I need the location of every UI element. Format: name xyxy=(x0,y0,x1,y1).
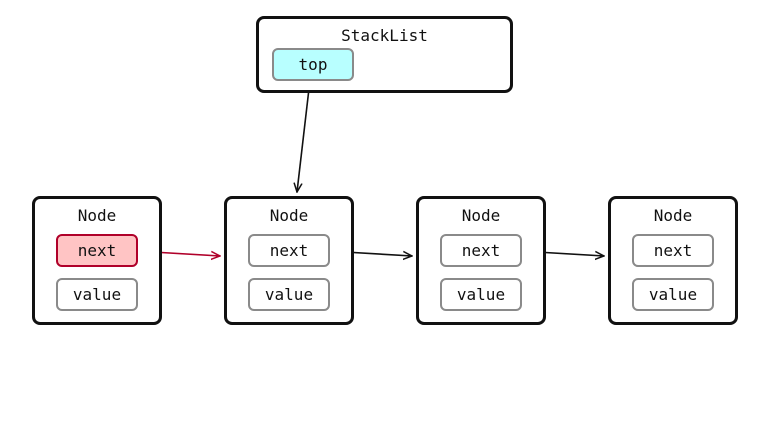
node-title: Node xyxy=(461,206,501,225)
stacklist-title: StackList xyxy=(341,26,428,45)
node-title: Node xyxy=(653,206,693,225)
next-field: next xyxy=(248,234,330,267)
node-box-4: Node next value xyxy=(608,196,738,325)
next-field: next xyxy=(440,234,522,267)
node-box-3: Node next value xyxy=(416,196,546,325)
top-field: top xyxy=(272,48,354,81)
value-field: value xyxy=(56,278,138,311)
stacklist-box: StackList top xyxy=(256,16,513,93)
next-field: next xyxy=(632,234,714,267)
value-field: value xyxy=(248,278,330,311)
node-box-1: Node next value xyxy=(32,196,162,325)
next-field-highlighted: next xyxy=(56,234,138,267)
node-title: Node xyxy=(77,206,117,225)
value-field: value xyxy=(632,278,714,311)
top-pointer-arrow xyxy=(297,79,311,192)
node-title: Node xyxy=(269,206,309,225)
value-field: value xyxy=(440,278,522,311)
node-box-2: Node next value xyxy=(224,196,354,325)
